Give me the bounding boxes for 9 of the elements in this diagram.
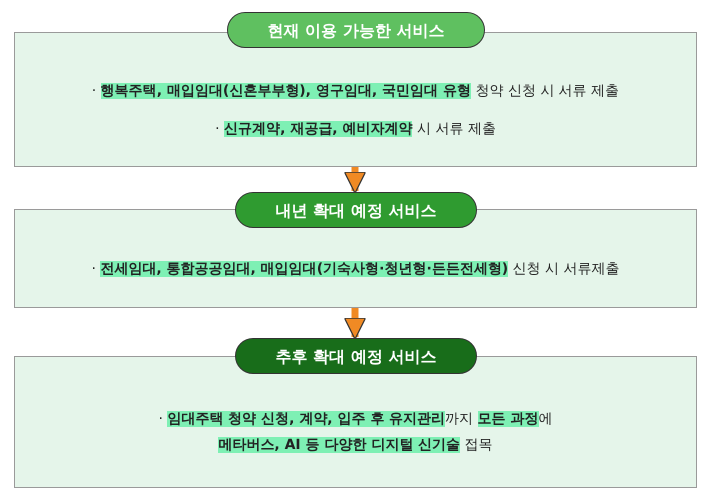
arrow xyxy=(344,167,366,194)
bullet-text: · 행복주택, 매입임대(신혼부부형), 영구임대, 국민임대 유형 청약 신청 시 서류 제출 xyxy=(92,82,620,100)
arrow xyxy=(344,308,366,340)
section-heading: 현재 이용 가능한 서비스 xyxy=(227,12,485,48)
bullet-text: · 신규계약, 재공급, 예비자계약 시 서류 제출 xyxy=(215,120,496,138)
section-heading: 추후 확대 예정 서비스 xyxy=(235,338,477,374)
section-heading: 내년 확대 예정 서비스 xyxy=(235,192,477,228)
bullet-text: · 전세임대, 통합공공임대, 매입임대(기숙사형·청년형·든든전세형) 신청 시 서류제출 xyxy=(91,260,620,278)
bullet-text: · 임대주택 청약 신청, 계약, 입주 후 유지관리까지 모든 과정에 메타버스, AI 등 다양한 디지털 신기술 접목 xyxy=(157,410,554,455)
